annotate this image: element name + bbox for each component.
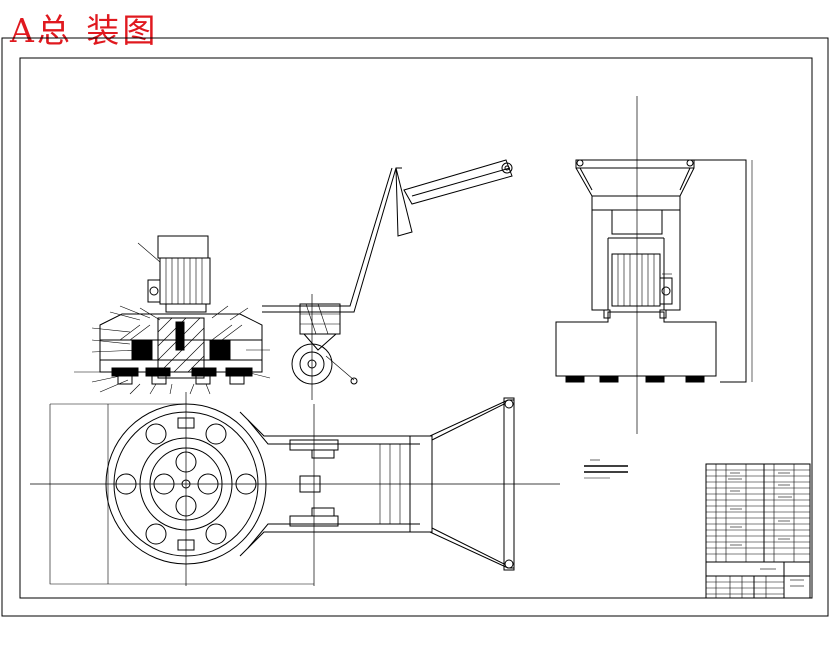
sheet-frame [1, 37, 829, 617]
top-view [30, 392, 560, 586]
side-view [555, 96, 753, 434]
handle-frame [262, 159, 513, 400]
title-block [705, 463, 811, 599]
front-view [74, 235, 271, 395]
technical-notes [584, 459, 628, 479]
drawing-title: A总 装图 [10, 11, 159, 50]
